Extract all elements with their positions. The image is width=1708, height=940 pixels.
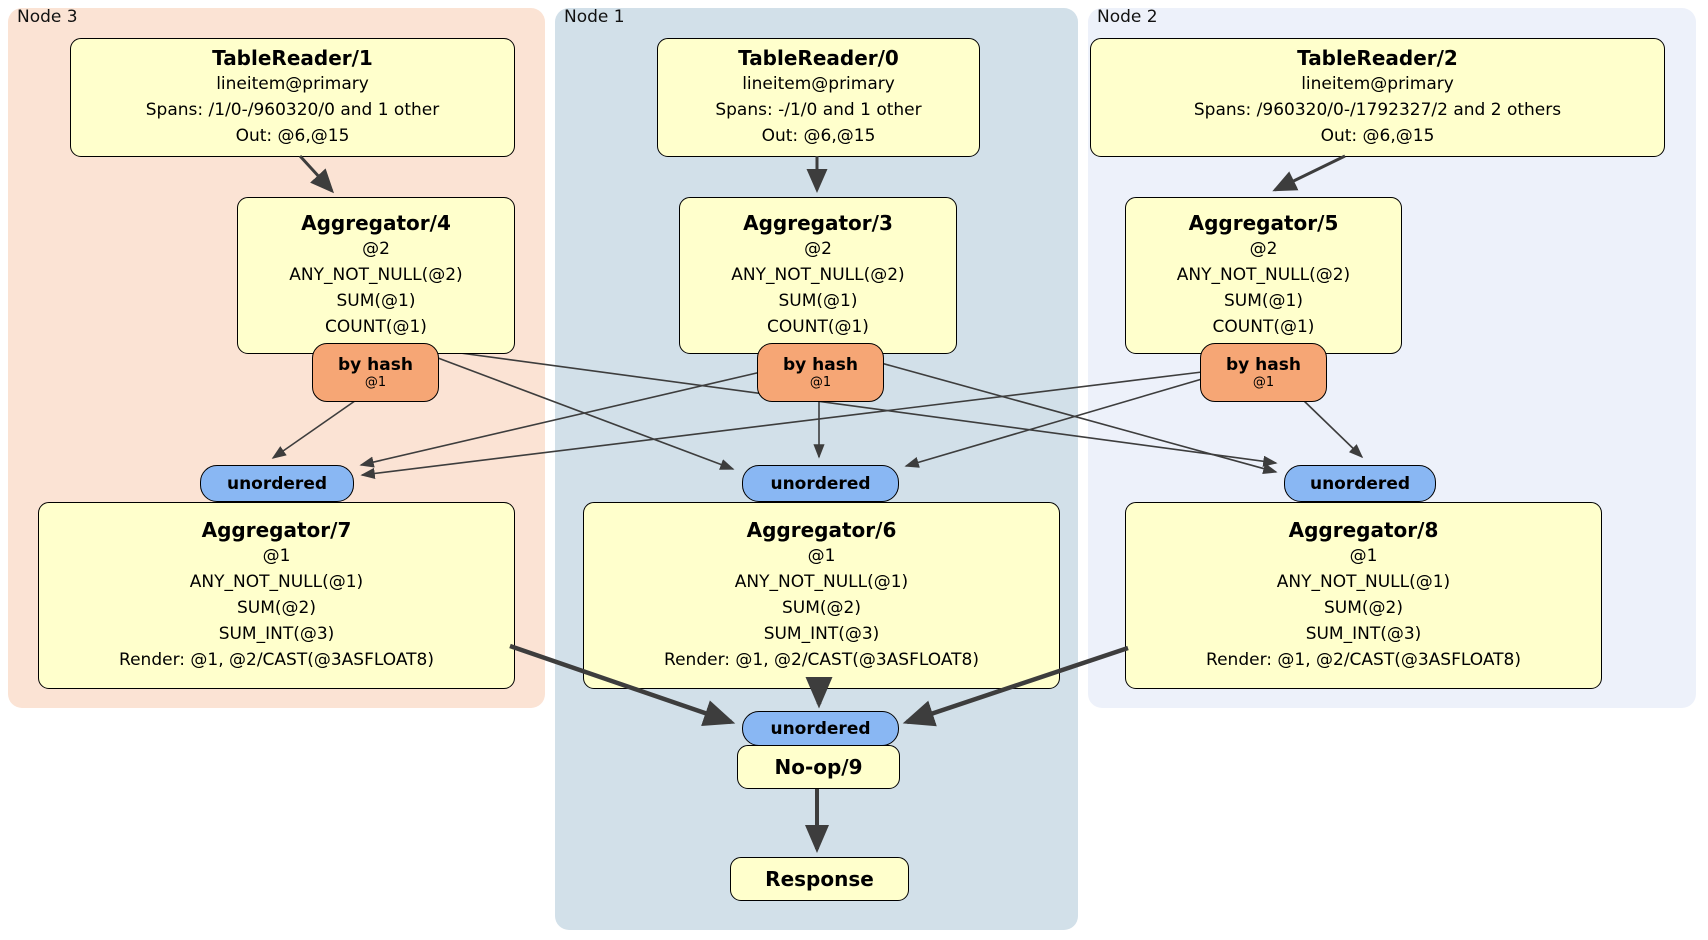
router-detail: @1 — [364, 374, 387, 390]
processor-aggregator-5: Aggregator/5 @2 ANY_NOT_NULL(@2) SUM(@1)… — [1125, 197, 1402, 354]
processor-line: @2 — [1249, 239, 1278, 259]
sync-unordered-8: unordered — [1284, 465, 1436, 502]
processor-tablereader-0: TableReader/0 lineitem@primary Spans: -/… — [657, 38, 980, 157]
sync-label: unordered — [770, 718, 871, 739]
processor-line: Spans: /960320/0-/1792327/2 and 2 others — [1193, 100, 1562, 120]
processor-line: SUM(@1) — [336, 291, 416, 311]
processor-line: ANY_NOT_NULL(@1) — [734, 572, 909, 592]
processor-line: Spans: -/1/0 and 1 other — [715, 100, 922, 120]
processor-line: SUM_INT(@3) — [763, 624, 880, 644]
sync-unordered-6: unordered — [742, 465, 899, 502]
processor-aggregator-3: Aggregator/3 @2 ANY_NOT_NULL(@2) SUM(@1)… — [679, 197, 957, 354]
processor-line: COUNT(@1) — [1212, 317, 1315, 337]
processor-line: SUM_INT(@3) — [218, 624, 335, 644]
processor-line: SUM(@2) — [237, 598, 316, 618]
processor-tablereader-1: TableReader/1 lineitem@primary Spans: /1… — [70, 38, 515, 157]
region-label-node3: Node 3 — [17, 7, 78, 27]
router-by-hash-3: by hash @1 — [757, 343, 884, 402]
processor-line: ANY_NOT_NULL(@2) — [289, 265, 463, 285]
processor-aggregator-8: Aggregator/8 @1 ANY_NOT_NULL(@1) SUM(@2)… — [1125, 502, 1602, 689]
processor-title: Aggregator/5 — [1188, 211, 1339, 235]
processor-line: COUNT(@1) — [767, 317, 869, 337]
sync-unordered-7: unordered — [200, 465, 354, 502]
processor-aggregator-7: Aggregator/7 @1 ANY_NOT_NULL(@1) SUM(@2)… — [38, 502, 515, 689]
processor-line: ANY_NOT_NULL(@1) — [189, 572, 364, 592]
processor-line: ANY_NOT_NULL(@2) — [731, 265, 905, 285]
processor-line: Spans: /1/0-/960320/0 and 1 other — [145, 100, 440, 120]
processor-line: @2 — [362, 239, 390, 259]
sync-unordered-9: unordered — [742, 711, 899, 746]
router-label: by hash — [338, 354, 413, 375]
processor-noop-9: No-op/9 — [737, 745, 900, 789]
router-label: by hash — [1226, 354, 1301, 375]
region-label-node1: Node 1 — [564, 7, 625, 27]
processor-tablereader-2: TableReader/2 lineitem@primary Spans: /9… — [1090, 38, 1665, 157]
processor-aggregator-4: Aggregator/4 @2 ANY_NOT_NULL(@2) SUM(@1)… — [237, 197, 515, 354]
processor-line: ANY_NOT_NULL(@1) — [1276, 572, 1451, 592]
processor-response: Response — [730, 857, 909, 901]
router-label: by hash — [783, 354, 858, 375]
sync-label: unordered — [770, 473, 871, 494]
processor-line: Out: @6,@15 — [1320, 126, 1435, 146]
processor-line: Out: @6,@15 — [235, 126, 350, 146]
processor-line: ANY_NOT_NULL(@2) — [1176, 265, 1351, 285]
processor-aggregator-6: Aggregator/6 @1 ANY_NOT_NULL(@1) SUM(@2)… — [583, 502, 1060, 689]
processor-line: COUNT(@1) — [325, 317, 427, 337]
processor-line: lineitem@primary — [742, 74, 895, 94]
processor-line: Render: @1, @2/CAST(@3ASFLOAT8) — [1206, 650, 1521, 670]
processor-title: Aggregator/8 — [1288, 518, 1439, 542]
processor-line: Out: @6,@15 — [761, 126, 876, 146]
processor-title: TableReader/2 — [1297, 46, 1458, 70]
processor-line: @1 — [807, 546, 836, 566]
processor-line: @2 — [804, 239, 832, 259]
processor-title: TableReader/0 — [738, 46, 899, 70]
processor-line: SUM_INT(@3) — [1305, 624, 1422, 644]
sync-label: unordered — [1309, 473, 1411, 494]
processor-line: @1 — [262, 546, 291, 566]
processor-line: @1 — [1349, 546, 1378, 566]
processor-line: SUM(@2) — [782, 598, 861, 618]
processor-title: No-op/9 — [774, 754, 863, 779]
processor-line: Render: @1, @2/CAST(@3ASFLOAT8) — [664, 650, 979, 670]
region-label-node2: Node 2 — [1097, 7, 1158, 27]
router-detail: @1 — [1252, 374, 1275, 390]
processor-line: SUM(@2) — [1324, 598, 1403, 618]
processor-title: Aggregator/3 — [743, 211, 893, 235]
router-detail: @1 — [809, 374, 832, 390]
processor-title: Response — [765, 866, 874, 891]
processor-title: Aggregator/7 — [201, 518, 352, 542]
processor-title: Aggregator/4 — [301, 211, 451, 235]
processor-line: lineitem@primary — [216, 74, 369, 94]
processor-title: Aggregator/6 — [746, 518, 897, 542]
processor-line: lineitem@primary — [1301, 74, 1454, 94]
router-by-hash-5: by hash @1 — [1200, 343, 1327, 402]
processor-line: Render: @1, @2/CAST(@3ASFLOAT8) — [119, 650, 434, 670]
processor-line: SUM(@1) — [1224, 291, 1303, 311]
processor-title: TableReader/1 — [212, 46, 373, 70]
sync-label: unordered — [226, 473, 328, 494]
processor-line: SUM(@1) — [778, 291, 858, 311]
router-by-hash-4: by hash @1 — [312, 343, 439, 402]
